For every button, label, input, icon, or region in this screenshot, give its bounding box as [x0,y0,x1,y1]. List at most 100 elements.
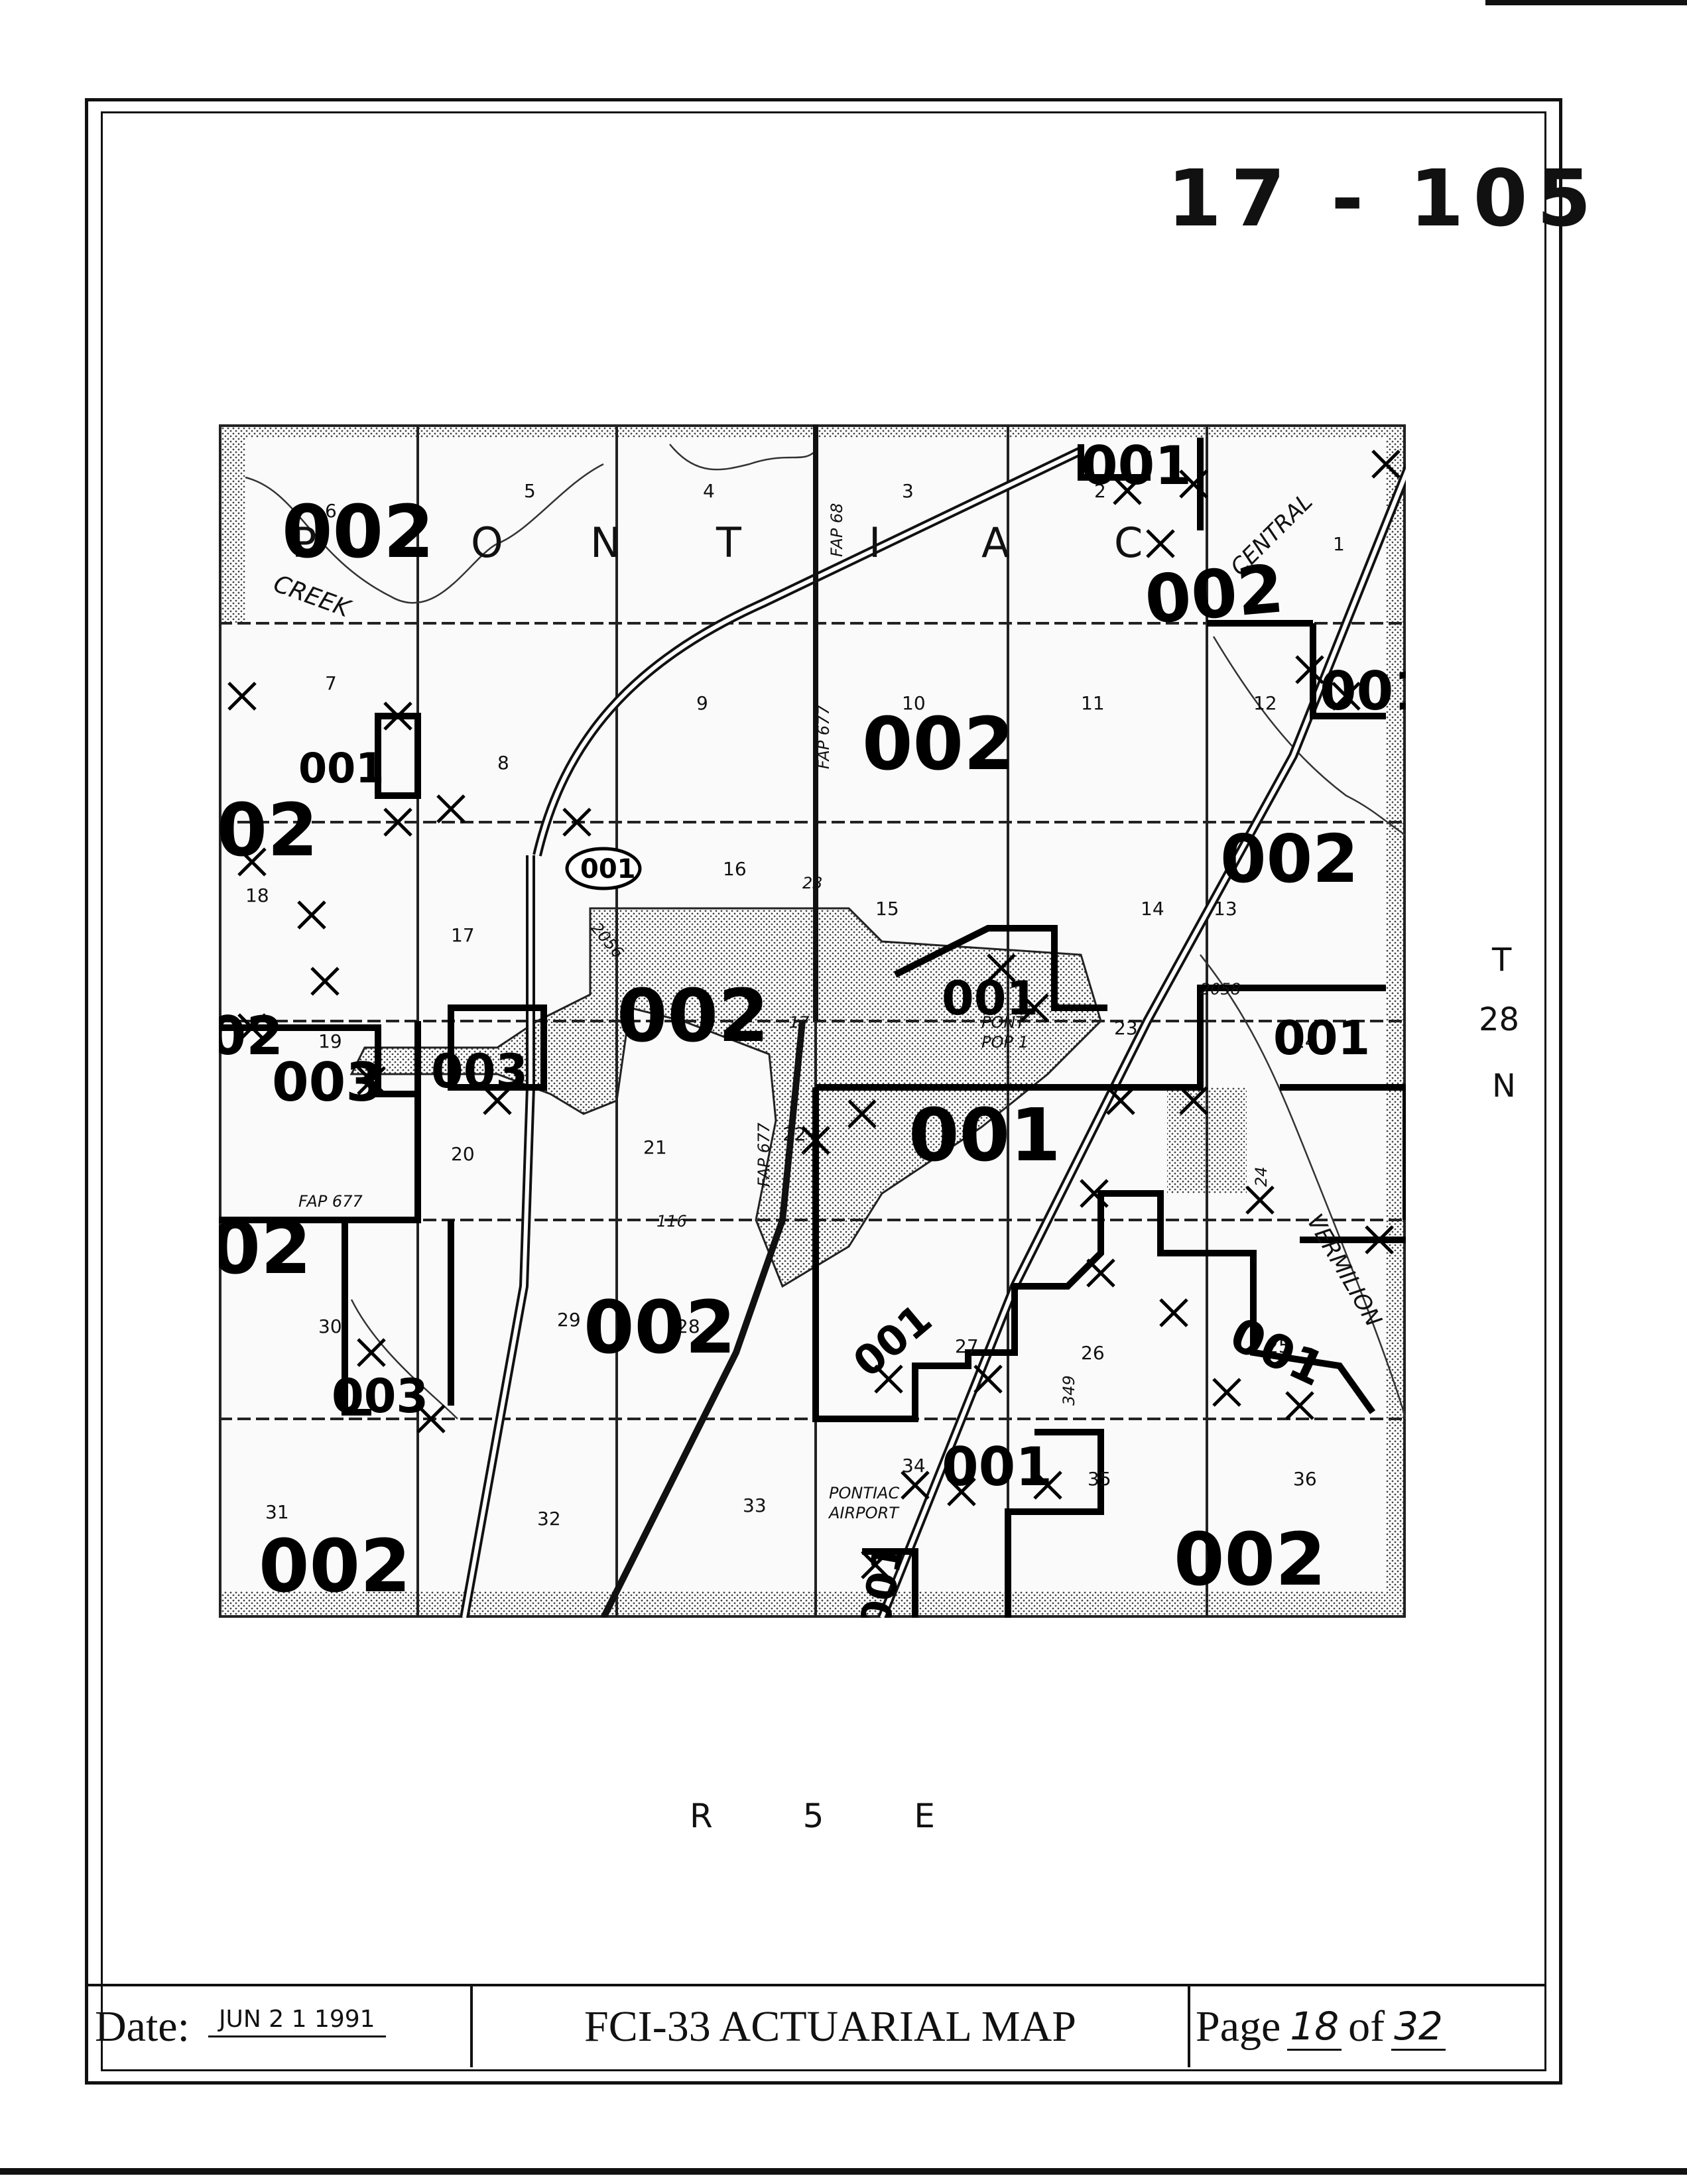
zone-code: 001 [1273,1011,1370,1065]
svg-text:25: 25 [1267,1335,1290,1357]
zone-code: 001 [942,971,1038,1026]
zone-code: 001 [908,1093,1061,1178]
outer-frame [85,98,1562,2085]
svg-text:FAP 677: FAP 677 [298,1192,363,1211]
svg-text:13: 13 [1214,898,1237,920]
svg-text:36: 36 [1293,1468,1317,1490]
svg-text:15: 15 [875,898,899,920]
svg-text:28: 28 [676,1315,700,1337]
township-letters: P O N T I A C [292,518,1143,567]
zone-code: 002 [219,788,318,873]
footer-bar: Date: JUN 2 1 1991 FCI-33 ACTUARIAL MAP … [88,1984,1546,2067]
zone-code: 003 [272,1052,383,1113]
map-title: FCI-33 ACTUARIAL MAP [584,2002,1076,2051]
footer-title-cell: FCI-33 ACTUARIAL MAP [473,1986,1190,2067]
svg-text:PONTIAC: PONTIAC [829,1484,899,1502]
top-edge-rule [1485,0,1687,5]
zone-code: 002 [282,489,434,574]
svg-text:23: 23 [802,874,823,892]
actuarial-map: P O N T I A C 6 5 4 3 2 1 7 8 9 10 11 12… [219,424,1406,1618]
zone-code: 002 [1220,820,1359,898]
svg-text:34: 34 [902,1455,926,1477]
zone-code: 002 [219,1205,312,1290]
inner-frame [101,111,1546,2071]
svg-text:30: 30 [318,1315,342,1337]
svg-text:10: 10 [902,692,926,714]
svg-text:9: 9 [696,692,708,714]
svg-text:8: 8 [497,752,509,774]
svg-text:FAP 677: FAP 677 [814,705,833,769]
svg-text:16: 16 [723,858,747,880]
date-value: JUN 2 1 1991 [208,2006,386,2037]
svg-text:AIRPORT: AIRPORT [828,1504,900,1522]
svg-text:349: 349 [1060,1375,1078,1406]
footer-date-cell: Date: JUN 2 1 1991 [88,1986,473,2067]
svg-text:35: 35 [1088,1468,1111,1490]
svg-text:22: 22 [782,1123,806,1145]
zone-code: 003 [332,1369,428,1424]
township-letter: A [981,518,1009,567]
svg-text:2: 2 [1094,480,1106,502]
range-label: R 5 E [690,1797,975,1835]
township-letter: C [1114,518,1143,567]
svg-text:FAP 68: FAP 68 [828,503,846,557]
section-numbers: 6 5 4 3 2 1 7 8 9 10 11 12 18 17 16 15 1… [245,480,1345,1530]
svg-text:31: 31 [265,1501,289,1523]
svg-text:24: 24 [1293,1030,1317,1052]
svg-text:2058: 2058 [1200,980,1241,999]
township-letter: T [716,518,742,567]
page-label: Page [1196,2002,1281,2051]
zone-code: 002 [219,1005,283,1067]
page-total: 32 [1391,2004,1446,2051]
svg-text:11: 11 [1081,692,1105,714]
map-id: 17 - 105 [1167,152,1601,244]
side-label-t: T [1492,941,1512,979]
svg-text:1: 1 [1333,533,1345,555]
svg-text:18: 18 [245,884,269,906]
township-letter: N [590,518,621,567]
svg-text:33: 33 [743,1494,767,1516]
svg-text:23: 23 [1114,1017,1138,1039]
svg-text:20: 20 [451,1143,475,1165]
zone-code: 002 [259,1524,411,1608]
zone-code: 001 [1081,435,1192,497]
zone-code: 001 [298,744,384,792]
township-letter: O [471,518,503,567]
svg-text:116: 116 [656,1212,687,1231]
x-marks [227,450,1401,1579]
svg-text:17: 17 [789,1013,810,1032]
svg-text:6: 6 [325,500,337,522]
svg-text:12: 12 [1253,692,1277,714]
svg-text:5: 5 [524,480,536,502]
svg-text:14: 14 [1141,898,1164,920]
page-of: of [1348,2002,1385,2051]
svg-text:21: 21 [643,1136,667,1158]
zone-code: 002 [617,973,769,1058]
svg-text:24: 24 [1252,1166,1271,1187]
zone-code: 001 [1320,660,1406,722]
svg-text:FAP 677: FAP 677 [755,1122,773,1187]
township-letter: I [869,518,881,567]
svg-text:3: 3 [902,480,914,502]
svg-text:19: 19 [318,1030,342,1052]
zone-code-annotations: 002 002 002 002 002 002 002 002 002 002 … [219,435,1406,1618]
svg-text:PONT: PONT [981,1013,1027,1032]
svg-text:27: 27 [955,1335,979,1357]
zone-code: 002 [1142,550,1286,639]
zone-code: 002 [1174,1517,1326,1602]
footer-page-cell: Page 18 of 32 [1190,1986,1546,2067]
zone-code: 001 [942,1436,1052,1498]
zone-code: 002 [862,701,1015,786]
circled-zone-code: 001 [580,854,636,884]
svg-text:7: 7 [325,672,337,694]
svg-text:17: 17 [451,924,475,946]
svg-text:29: 29 [557,1309,581,1331]
svg-text:26: 26 [1081,1342,1105,1364]
page-number: 18 [1287,2004,1342,2051]
zone-code: 002 [584,1285,736,1370]
date-label: Date: [95,2002,190,2051]
creeks [245,444,1406,1420]
zone-code: 003 [431,1044,528,1099]
township-letter: P [292,518,316,567]
side-label-n: N [1492,1067,1516,1105]
